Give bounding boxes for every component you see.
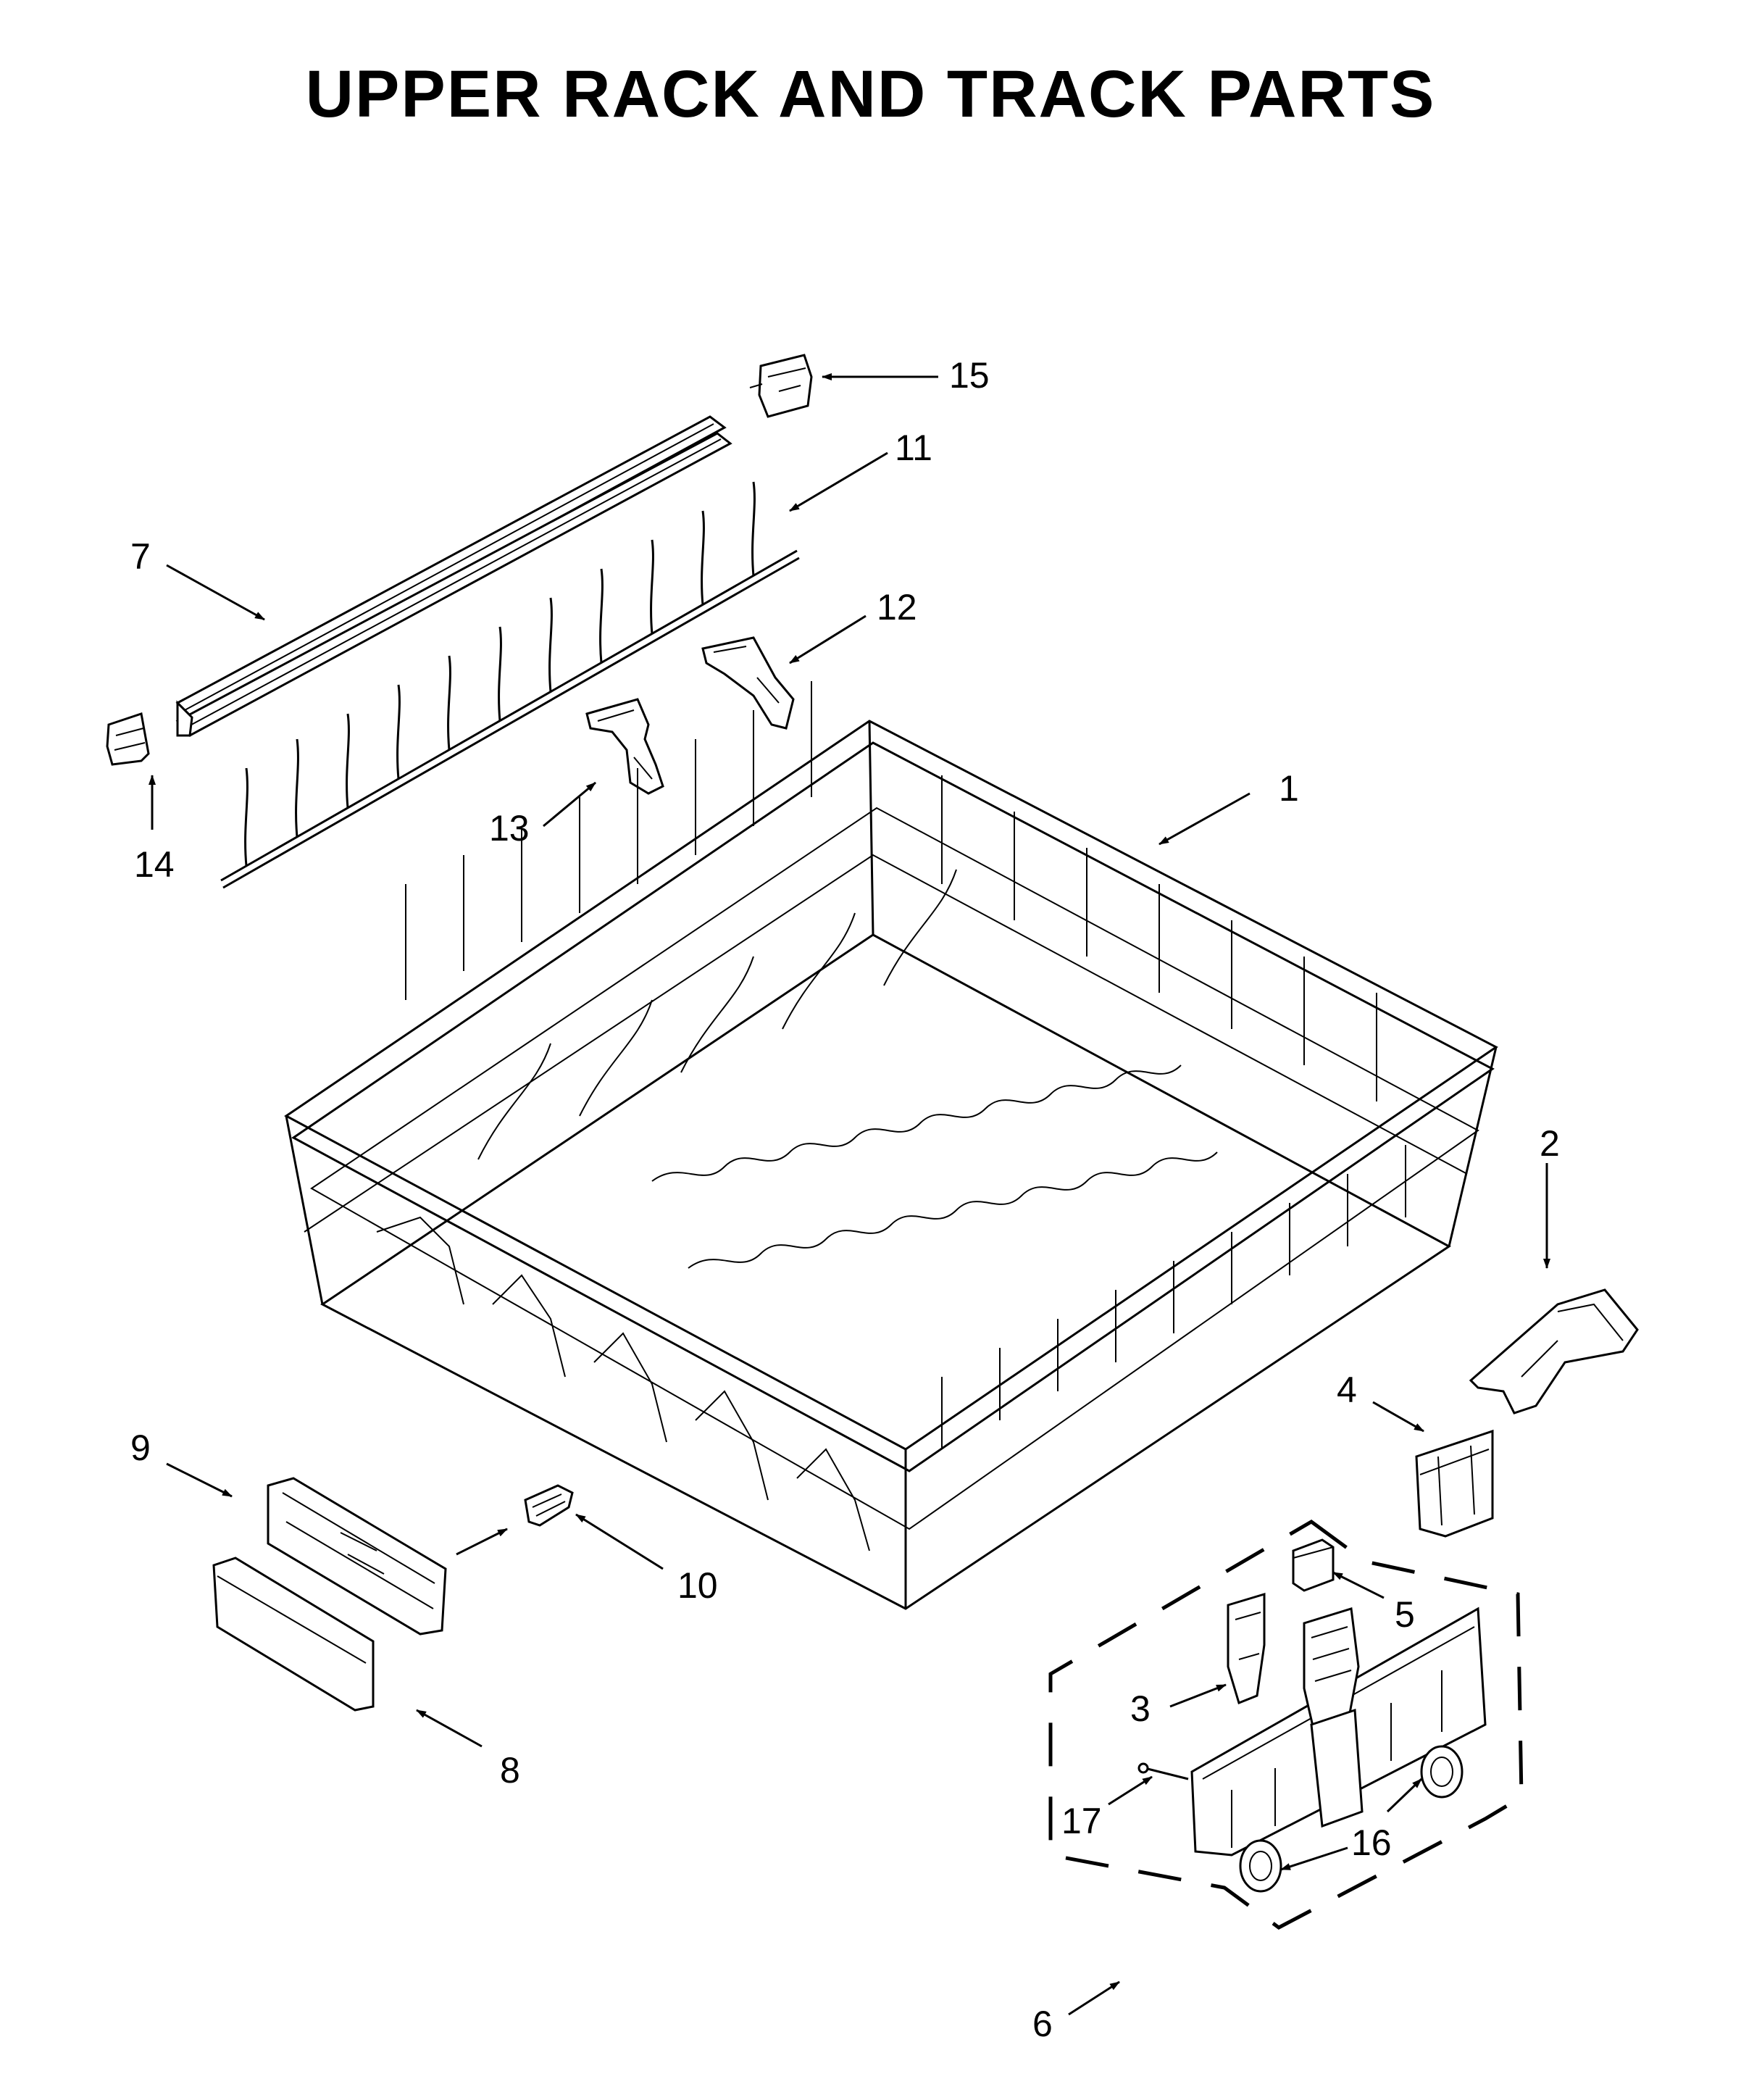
part-9-handle-frame [267, 1477, 447, 1636]
callout-16: 16 [1351, 1822, 1392, 1863]
callout-5: 5 [1395, 1594, 1415, 1635]
part-7-track-rail [175, 415, 732, 737]
callout-14: 14 [134, 844, 175, 885]
page-title: UPPER RACK AND TRACK PARTS [305, 57, 1436, 131]
part-10-screw [524, 1484, 574, 1527]
callout-15: 15 [949, 355, 990, 396]
part-5-cap [1292, 1538, 1335, 1592]
part-1-upper-rack [284, 681, 1498, 1610]
callout-10: 10 [677, 1565, 718, 1606]
part-6-adjuster-assembly [1190, 1607, 1487, 1857]
part-8-handle-cover [212, 1557, 375, 1712]
callout-9: 9 [130, 1428, 151, 1468]
callout-12: 12 [877, 587, 917, 628]
callout-7: 7 [130, 536, 151, 577]
callout-13: 13 [489, 808, 530, 849]
part-13-tine-clip [585, 698, 664, 795]
callout-8: 8 [500, 1750, 520, 1791]
part-17-pin [1137, 1762, 1189, 1780]
callout-6: 6 [1032, 2004, 1053, 2044]
callout-17: 17 [1061, 1801, 1102, 1841]
part-11-tine-row [220, 481, 800, 889]
part-16-wheel-upper [1420, 1745, 1464, 1799]
callout-4: 4 [1337, 1370, 1357, 1410]
part-6-assembly-boundary [1048, 1520, 1524, 1930]
part-2-rack-adjuster [1469, 1288, 1639, 1414]
callout-3: 3 [1130, 1688, 1151, 1729]
part-4-bracket [1415, 1429, 1494, 1538]
part-3-lever [1227, 1592, 1266, 1705]
callout-2: 2 [1540, 1123, 1560, 1164]
part-12-tine-clip [701, 636, 795, 730]
part-15-rail-end-cap [749, 354, 813, 418]
callout-labels: 1 2 3 4 5 6 7 8 9 10 11 12 13 14 15 16 1… [130, 355, 1560, 2044]
part-14-rail-stop [106, 712, 150, 766]
part-16-wheel-lower [1239, 1839, 1282, 1893]
callout-11: 11 [895, 428, 932, 468]
leader-arrows [149, 373, 1550, 2016]
callout-1: 1 [1279, 768, 1299, 809]
